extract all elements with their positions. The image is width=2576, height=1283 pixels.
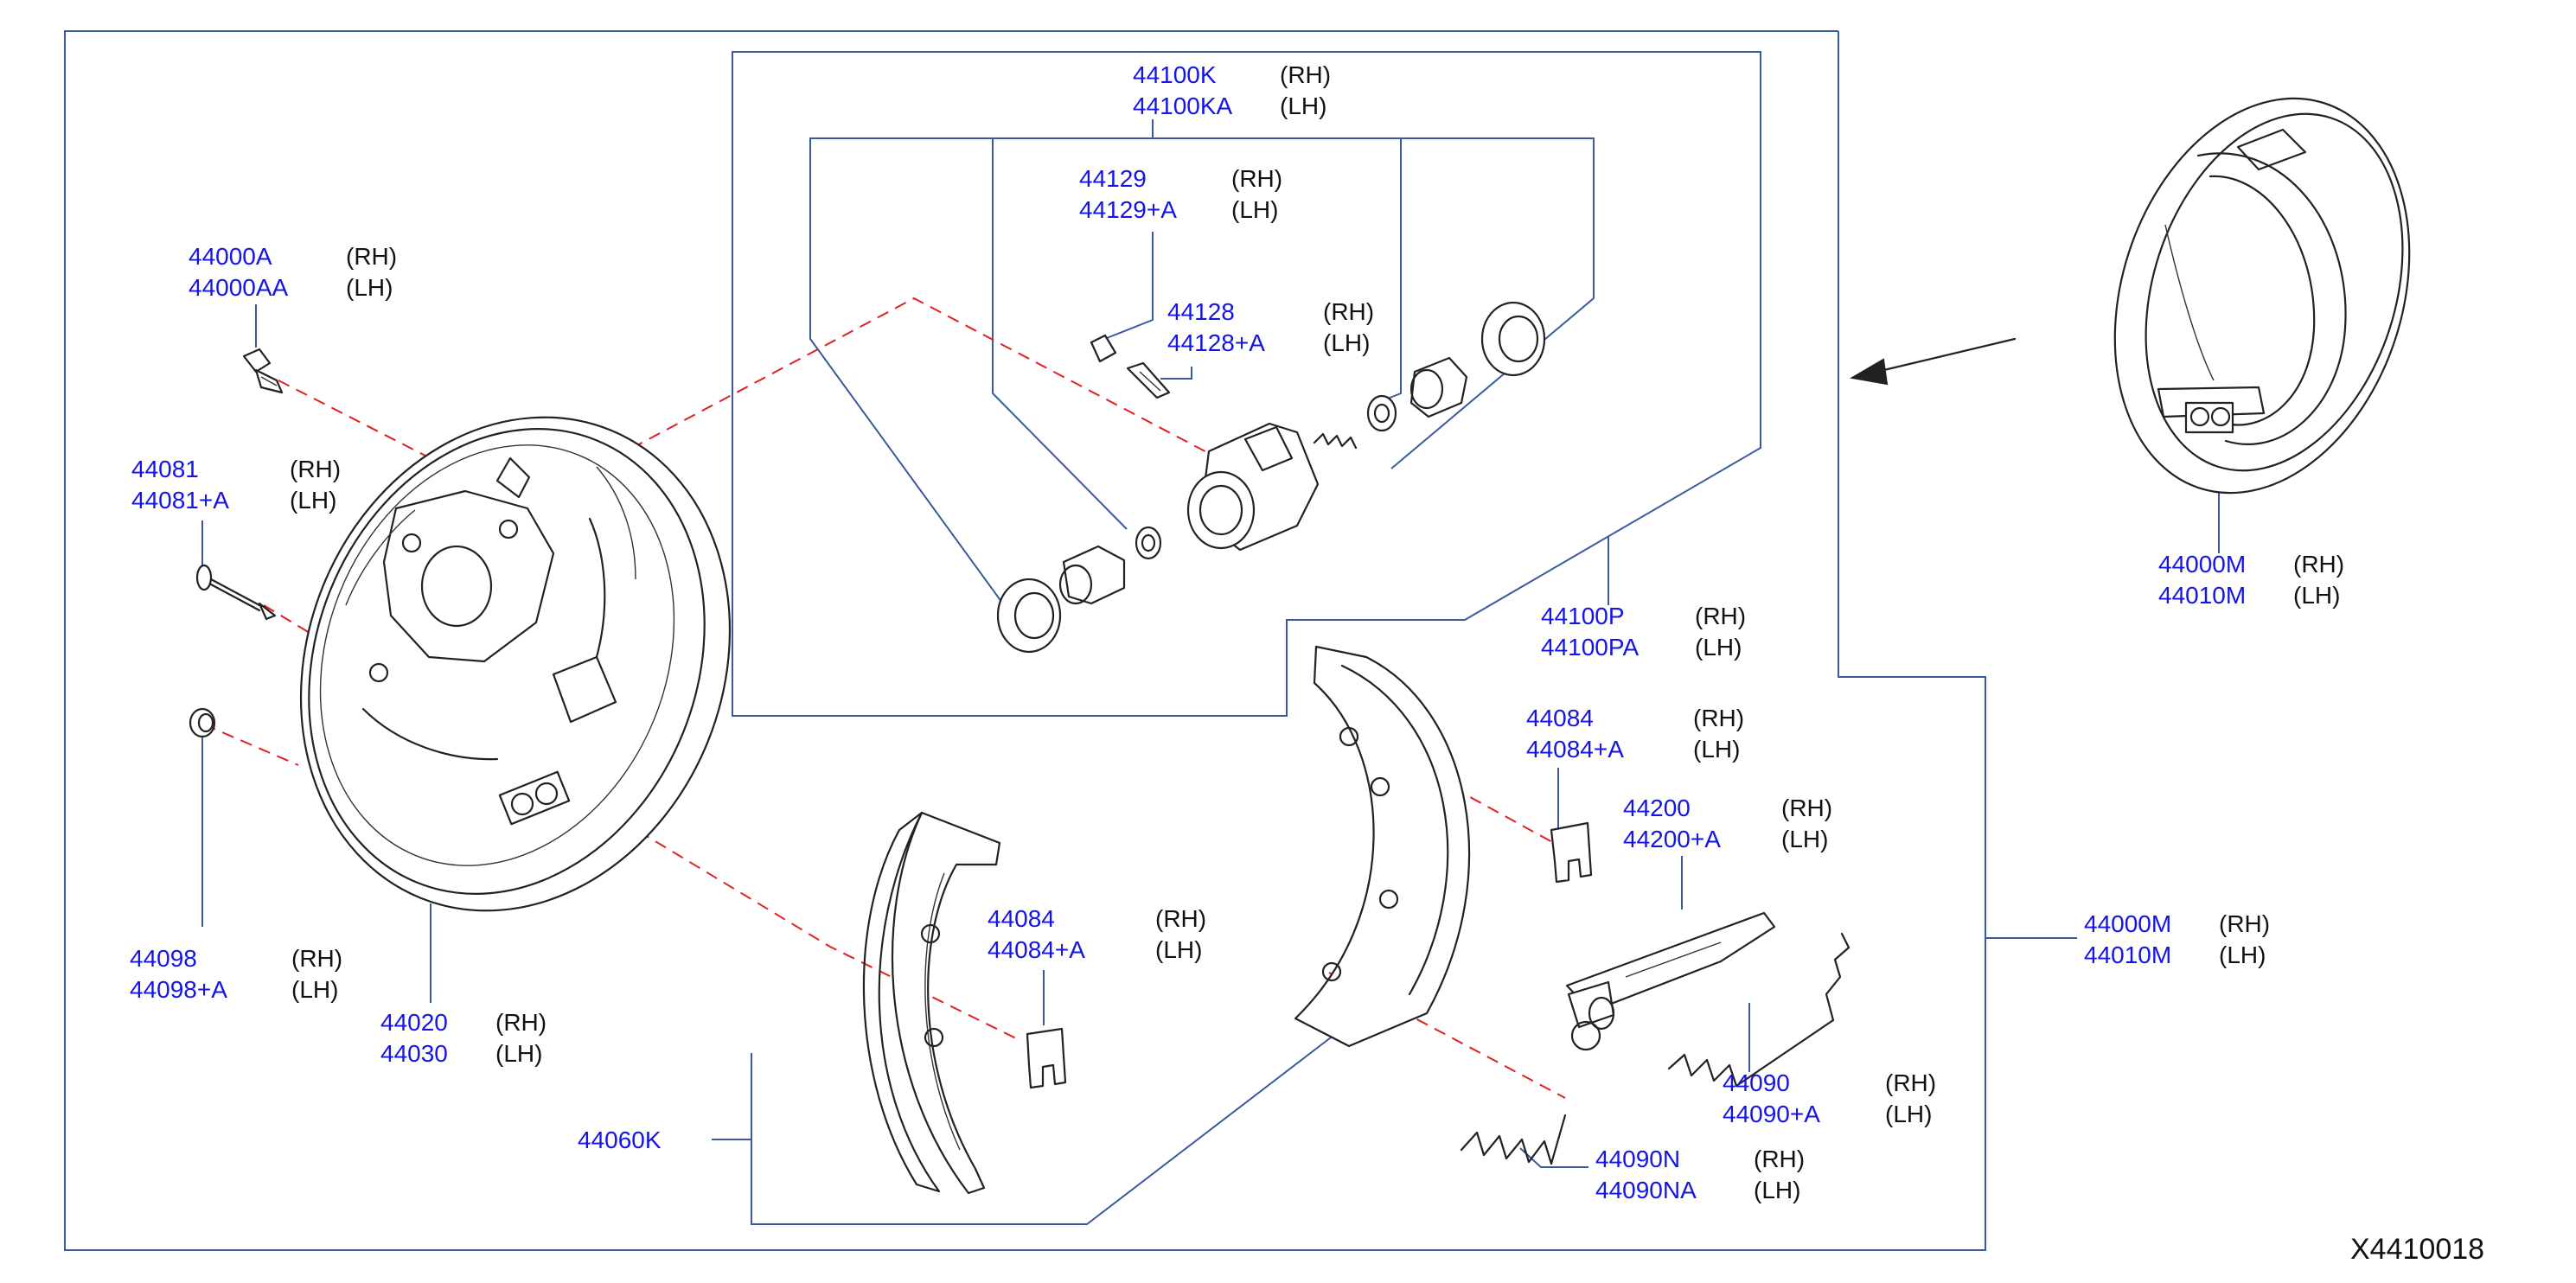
svg-text:44020: 44020 (380, 1009, 448, 1036)
callout-plate-bolt: 44000A 44000AA (RH) (LH) (189, 243, 397, 301)
svg-text:44000M: 44000M (2158, 551, 2246, 578)
svg-text:(LH): (LH) (1323, 329, 1370, 356)
svg-text:44090N: 44090N (1595, 1146, 1680, 1172)
svg-text:44060K: 44060K (578, 1127, 662, 1153)
callout-retainer-left: 44084 44084+A (RH) (LH) (988, 905, 1206, 963)
backing-plate (299, 416, 732, 912)
svg-text:44128: 44128 (1167, 298, 1235, 325)
svg-text:(LH): (LH) (1754, 1177, 1800, 1203)
svg-text:44084+A: 44084+A (988, 936, 1085, 963)
right-brake-shoe (1294, 645, 1471, 1048)
svg-text:44098+A: 44098+A (130, 976, 227, 1003)
svg-text:(RH): (RH) (1155, 905, 1206, 932)
plate-bolt-part (242, 348, 284, 394)
svg-text:(RH): (RH) (1231, 165, 1282, 192)
retainer-clip-right (1550, 821, 1593, 884)
svg-text:(LH): (LH) (1280, 93, 1326, 119)
callout-brake-assy-overview: 44000M 44010M (RH) (LH) (2158, 551, 2344, 609)
svg-text:(LH): (LH) (495, 1040, 542, 1067)
svg-text:(RH): (RH) (495, 1009, 547, 1036)
svg-text:(RH): (RH) (2293, 551, 2344, 578)
svg-text:44100K: 44100K (1133, 61, 1217, 88)
arrow-icon (1850, 337, 2017, 386)
svg-text:44100KA: 44100KA (1133, 93, 1233, 119)
svg-text:44090: 44090 (1723, 1069, 1790, 1096)
svg-text:44200: 44200 (1623, 795, 1691, 821)
callout-lower-spring: 44090N 44090NA (RH) (LH) (1595, 1146, 1805, 1203)
svg-text:44000AA: 44000AA (189, 274, 289, 301)
svg-text:44000M: 44000M (2084, 910, 2171, 937)
svg-text:44098: 44098 (130, 945, 197, 972)
main-frame (64, 30, 1986, 1251)
callout-wheel-cylinder-assy: 44100K 44100KA (RH) (LH) (1133, 61, 1331, 119)
svg-text:44129: 44129 (1079, 165, 1147, 192)
svg-text:(RH): (RH) (1280, 61, 1331, 88)
svg-text:44010M: 44010M (2084, 942, 2171, 968)
svg-text:(LH): (LH) (1781, 826, 1828, 852)
callout-upper-spring: 44090 44090+A (RH) (LH) (1723, 1069, 1936, 1127)
svg-text:(RH): (RH) (346, 243, 397, 270)
svg-text:(LH): (LH) (2293, 582, 2340, 609)
svg-text:(LH): (LH) (1231, 196, 1278, 223)
callout-back-plate: 44020 44030 (RH) (LH) (380, 1009, 547, 1067)
svg-text:(LH): (LH) (1885, 1101, 1932, 1127)
retainer-clip-left (1026, 1027, 1067, 1089)
svg-text:44100PA: 44100PA (1541, 634, 1639, 661)
svg-text:(RH): (RH) (1781, 795, 1832, 821)
svg-text:(LH): (LH) (291, 976, 338, 1003)
svg-text:44010M: 44010M (2158, 582, 2246, 609)
svg-text:(LH): (LH) (346, 274, 393, 301)
svg-text:(RH): (RH) (1695, 603, 1746, 629)
callout-adjuster: 44200 44200+A (RH) (LH) (1623, 795, 1832, 852)
svg-text:44128+A: 44128+A (1167, 329, 1265, 356)
svg-text:44100P: 44100P (1541, 603, 1625, 629)
callout-bleeder-cap: 44129 44129+A (RH) (LH) (1079, 165, 1282, 223)
svg-text:(LH): (LH) (290, 487, 336, 514)
upper-spring-part (1667, 932, 1851, 1088)
callout-cylinder-kit: 44100P 44100PA (RH) (LH) (1541, 603, 1746, 661)
hold-down-pin-part (195, 564, 277, 621)
diagram-code: X4410018 (2350, 1233, 2484, 1266)
callout-plug: 44098 44098+A (RH) (LH) (130, 945, 342, 1003)
overview-brake-assy (2113, 97, 2411, 495)
svg-text:44081+A: 44081+A (131, 487, 229, 514)
adjuster-part (1565, 911, 1776, 1051)
svg-text:44084: 44084 (1526, 705, 1594, 731)
wheel-cylinder-parts (996, 301, 1546, 654)
lower-spring-part (1460, 1114, 1567, 1165)
svg-text:44081: 44081 (131, 456, 199, 482)
svg-text:(LH): (LH) (2219, 942, 2266, 968)
leader-lines (201, 119, 2220, 1168)
svg-text:(RH): (RH) (1323, 298, 1374, 325)
left-brake-shoe (862, 811, 1001, 1195)
svg-text:44084: 44084 (988, 905, 1055, 932)
plug-part (189, 707, 216, 738)
svg-text:(LH): (LH) (1155, 936, 1202, 963)
cylinder-kit-frame (732, 51, 1761, 717)
svg-text:44090NA: 44090NA (1595, 1177, 1697, 1203)
svg-text:44090+A: 44090+A (1723, 1101, 1820, 1127)
svg-text:(LH): (LH) (1693, 736, 1740, 763)
svg-text:(RH): (RH) (2219, 910, 2270, 937)
svg-text:(RH): (RH) (1693, 705, 1744, 731)
svg-text:(RH): (RH) (1754, 1146, 1805, 1172)
callout-shoe-set: 44060K (578, 1127, 662, 1153)
svg-text:44200+A: 44200+A (1623, 826, 1721, 852)
svg-text:(LH): (LH) (1695, 634, 1742, 661)
svg-text:44030: 44030 (380, 1040, 448, 1067)
callout-retainer-right: 44084 44084+A (RH) (LH) (1526, 705, 1744, 763)
callout-hold-down-pin: 44081 44081+A (RH) (LH) (131, 456, 341, 514)
svg-text:44084+A: 44084+A (1526, 736, 1624, 763)
svg-text:(RH): (RH) (1885, 1069, 1936, 1096)
svg-text:44000A: 44000A (189, 243, 272, 270)
svg-text:(RH): (RH) (290, 456, 341, 482)
callout-bleeder-screw: 44128 44128+A (RH) (LH) (1167, 298, 1374, 356)
svg-text:44129+A: 44129+A (1079, 196, 1177, 223)
callout-drum-brake-assy: 44000M 44010M (RH) (LH) (2084, 910, 2270, 968)
svg-text:(RH): (RH) (291, 945, 342, 972)
